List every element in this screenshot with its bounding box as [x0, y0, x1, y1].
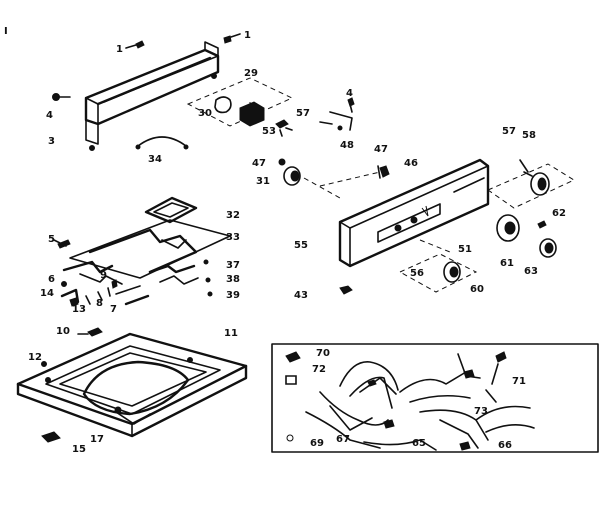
- callout-12: 12: [28, 352, 42, 363]
- callout-47a: 47: [252, 158, 266, 169]
- part-12: [41, 361, 47, 367]
- console-guide-line: [303, 171, 381, 199]
- part-17: [114, 406, 122, 414]
- part-34-arc: [135, 136, 189, 150]
- callout-3: 3: [48, 136, 55, 147]
- callout-7: 7: [110, 304, 117, 315]
- callout-63: 63: [524, 266, 538, 277]
- knob-part-31: [278, 158, 301, 186]
- callout-17: 17: [90, 434, 104, 445]
- part-51-guide: [419, 239, 451, 253]
- callout-37: 37: [226, 260, 240, 271]
- callout-15: 15: [72, 444, 86, 455]
- small-parts-6-13-14: [60, 279, 118, 307]
- lever-parts-37-38-39: [62, 259, 213, 306]
- callout-labels: 1 1 4 3 34 29 30 57 53 4 48 47 31 47 46 …: [28, 30, 566, 455]
- callout-53: 53: [262, 126, 276, 137]
- callout-10: 10: [56, 326, 70, 337]
- callout-8: 8: [96, 298, 103, 309]
- callout-11: 11: [224, 328, 238, 339]
- hinge-bracket-33: [69, 219, 231, 279]
- knob-assembly-58: [486, 159, 576, 209]
- callout-55: 55: [294, 240, 308, 251]
- switch-part-53: [275, 119, 293, 137]
- callout-69: 69: [310, 438, 324, 449]
- callout-4: 4: [46, 110, 53, 121]
- callout-51: 51: [458, 244, 472, 255]
- callout-1: 1: [116, 44, 123, 55]
- dial-part-61: [496, 214, 520, 242]
- control-console-55: [338, 158, 490, 268]
- callout-66: 66: [498, 440, 512, 451]
- callout-61: 61: [500, 258, 514, 269]
- callout-65: 65: [412, 438, 426, 449]
- part-46: [377, 165, 390, 179]
- callout-71: 71: [512, 376, 526, 387]
- part-10: [77, 327, 103, 337]
- callout-38: 38: [226, 274, 240, 285]
- callout-1b: 1: [244, 30, 251, 41]
- callout-29: 29: [244, 68, 258, 79]
- callout-67: 67: [336, 434, 350, 445]
- callout-9: 9: [100, 270, 107, 281]
- callout-39: 39: [226, 290, 240, 301]
- callout-62: 62: [552, 208, 566, 219]
- callout-57b: 57: [502, 126, 516, 137]
- callout-56: 56: [410, 268, 424, 279]
- callout-31: 31: [256, 176, 270, 187]
- clip-part-62: [537, 220, 547, 229]
- callout-43: 43: [294, 290, 308, 301]
- part-15: [41, 431, 61, 443]
- callout-32: 32: [226, 210, 240, 221]
- top-cover-11: [16, 332, 248, 438]
- callout-70: 70: [316, 348, 330, 359]
- part-43: [339, 285, 353, 295]
- screw-part-4b: [347, 97, 355, 113]
- callout-13: 13: [72, 304, 86, 315]
- backsplash-panel: [84, 41, 220, 151]
- callout-72: 72: [312, 364, 326, 375]
- callout-46: 46: [404, 158, 418, 169]
- screw-part-1: [125, 40, 145, 49]
- callout-33: 33: [226, 232, 240, 243]
- callout-48: 48: [340, 140, 354, 151]
- knob-part-63: [539, 238, 557, 258]
- callout-30: 30: [198, 108, 212, 119]
- callout-73: 73: [474, 406, 488, 417]
- callout-14: 14: [40, 288, 54, 299]
- callout-6: 6: [48, 274, 55, 285]
- callout-4b: 4: [346, 88, 353, 99]
- timer-assembly: [186, 77, 294, 127]
- bracket-part-48: [319, 111, 353, 131]
- callout-57a: 57: [296, 108, 310, 119]
- spring-part-5: [53, 239, 71, 249]
- wiring-harness-box: [271, 343, 599, 453]
- knob-assembly-56: [398, 253, 478, 293]
- screw-part-1b: [223, 33, 241, 44]
- stray-mark: I: [4, 26, 8, 37]
- callout-58: 58: [522, 130, 536, 141]
- callout-34: 34: [148, 154, 162, 165]
- callout-5: 5: [48, 234, 55, 245]
- part-32-plate: [144, 196, 198, 224]
- callout-60: 60: [470, 284, 484, 295]
- callout-47b: 47: [374, 144, 388, 155]
- screw-part-4: [52, 93, 71, 101]
